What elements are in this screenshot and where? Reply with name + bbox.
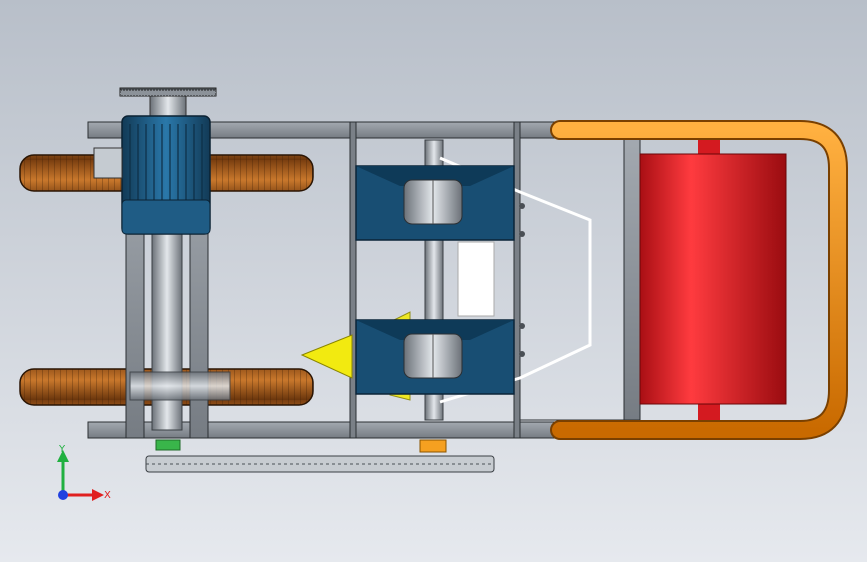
x-axis-arrow [92,489,104,501]
white-panel [457,241,495,317]
red-roller [639,140,787,420]
z-axis-dot [58,490,68,500]
orange-handle [550,120,848,440]
y-axis-arrow [57,450,69,462]
coordinate-triad: Y X [57,444,111,501]
axle-shaft [129,371,231,401]
hopper-bottom [355,319,515,395]
hopper-top [355,165,515,241]
y-axis-label: Y [58,444,66,455]
bolts [519,203,525,357]
electric-motor [93,87,217,235]
chain-drive [145,439,495,473]
x-axis-label: X [104,490,111,501]
yellow-deflector-left [300,334,353,379]
motor-sprocket [119,89,217,97]
